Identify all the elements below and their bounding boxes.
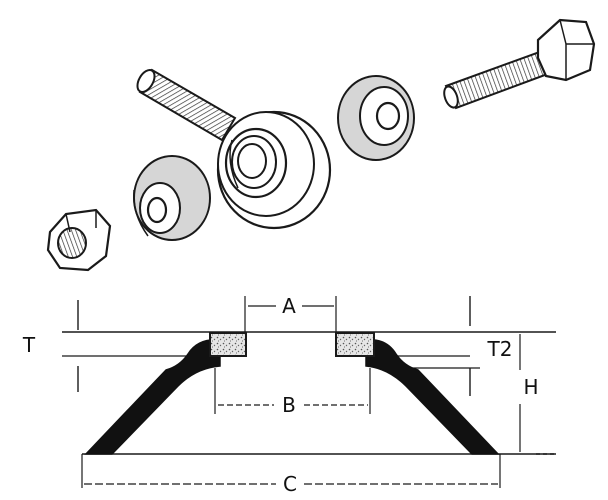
rod-end-bolt-left bbox=[136, 68, 237, 142]
cone-profile-right bbox=[365, 339, 500, 455]
label-a: A bbox=[282, 294, 296, 318]
insert-section-right bbox=[335, 332, 375, 357]
label-c: C bbox=[283, 472, 297, 496]
label-t2: T2 bbox=[487, 337, 513, 361]
cone-profile-left bbox=[84, 339, 221, 455]
hex-nut bbox=[46, 208, 112, 272]
hex-bolt-right bbox=[443, 18, 596, 110]
rod-end-eye bbox=[216, 110, 332, 230]
label-t: T bbox=[22, 333, 36, 357]
label-b: B bbox=[282, 393, 296, 417]
spacer-washer-right bbox=[337, 75, 415, 161]
cross-section: A B C T T2 H bbox=[22, 294, 556, 496]
spacer-washer-left bbox=[133, 155, 211, 241]
label-h: H bbox=[523, 375, 538, 399]
exploded-assembly bbox=[46, 18, 596, 272]
insert-section-left bbox=[209, 332, 247, 357]
